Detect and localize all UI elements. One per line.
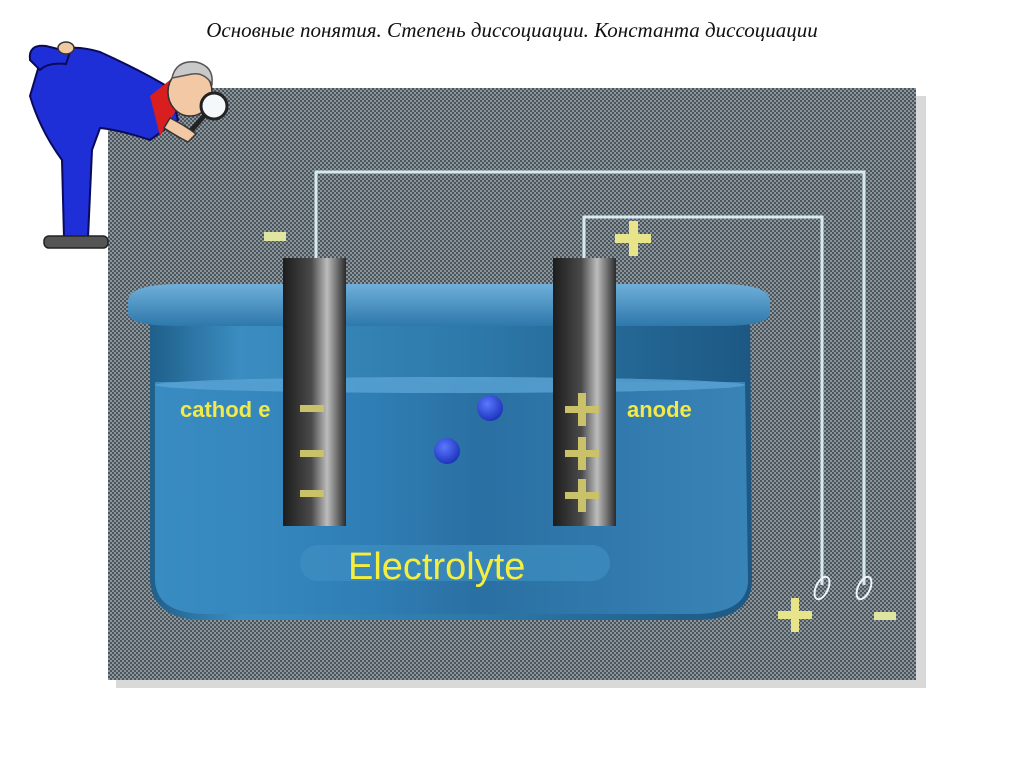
wires [314, 170, 866, 585]
cathode-label: cathod e [180, 397, 271, 422]
electrolyte-label: Electrolyte [348, 546, 526, 588]
terminal-minus [855, 575, 873, 601]
minus-sign-terminal [874, 612, 896, 620]
page-title: Основные понятия. Степень диссоциации. К… [206, 18, 818, 42]
anode-electrode [553, 258, 616, 526]
terminal-plus [813, 575, 831, 601]
minus-sign-cathode [264, 232, 286, 241]
ion [434, 438, 460, 464]
plus-sign-anode [615, 221, 651, 256]
anode-label: anode [627, 397, 692, 422]
plus-sign-terminal [778, 598, 812, 632]
cathode-electrode [283, 258, 346, 526]
man-with-magnifier-icon [28, 41, 229, 249]
ion [477, 395, 503, 421]
